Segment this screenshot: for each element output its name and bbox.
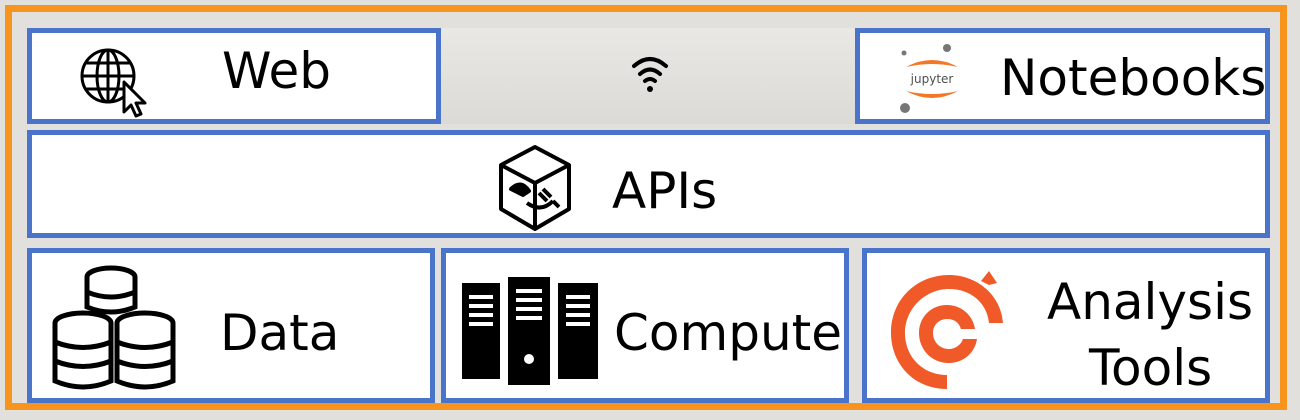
jupyter-logo-icon: jupyter bbox=[896, 43, 968, 115]
apis-box: APIs bbox=[27, 130, 1270, 238]
outer-frame bbox=[5, 5, 1287, 410]
wifi-icon bbox=[630, 50, 670, 96]
data-label: Data bbox=[220, 304, 340, 362]
analysis-label-line2: Tools bbox=[1089, 339, 1213, 397]
notebooks-box: jupyter Notebooks bbox=[855, 28, 1270, 124]
api-cube-plug-icon bbox=[495, 143, 575, 235]
jupyter-logo-text: jupyter bbox=[910, 72, 954, 86]
analysis-tools-box: Analysis Tools bbox=[862, 248, 1270, 403]
globe-cursor-icon bbox=[78, 42, 154, 118]
notebooks-label: Notebooks bbox=[1000, 49, 1267, 107]
connectivity-gap bbox=[441, 28, 855, 124]
database-stack-icon bbox=[49, 265, 179, 397]
compute-label: Compute bbox=[614, 304, 843, 362]
apis-label: APIs bbox=[612, 162, 718, 220]
web-box: Web bbox=[27, 28, 441, 124]
analysis-spiral-logo-icon bbox=[885, 267, 1015, 397]
analysis-label-line1: Analysis bbox=[1047, 273, 1254, 331]
compute-box: Compute bbox=[441, 248, 849, 403]
web-label: Web bbox=[222, 42, 332, 100]
server-rack-icon bbox=[462, 277, 602, 385]
data-box: Data bbox=[27, 248, 435, 403]
